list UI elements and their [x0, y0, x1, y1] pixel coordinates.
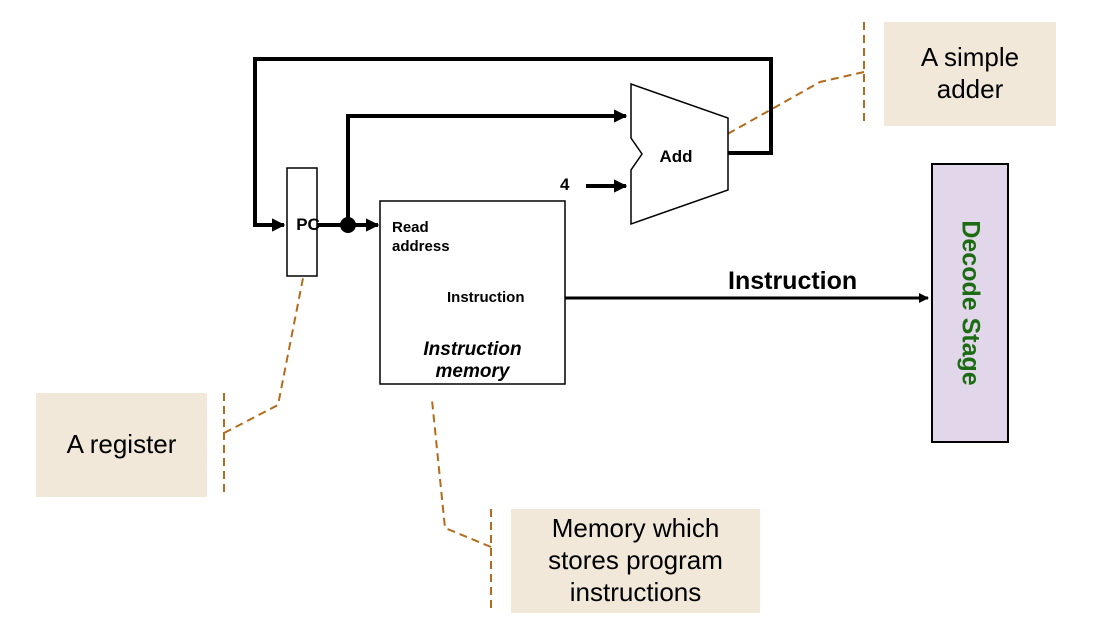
instruction-memory-box	[379, 200, 566, 385]
adder-callout-line-1: A simple	[920, 42, 1020, 73]
pc-register-box	[286, 167, 318, 277]
adder-label: Add	[659, 147, 693, 166]
adder-to-pc-feedback-wire	[253, 57, 773, 232]
instruction-bus-label: Instruction	[728, 267, 858, 295]
memory-instruction-port-label: Instruction	[447, 289, 525, 306]
junction-dot	[340, 217, 356, 233]
register-callout: A register	[36, 393, 207, 497]
memory-callout-line-3: instructions	[569, 576, 702, 607]
memory-callout-pointer	[431, 399, 492, 548]
adder-callout-pointer	[707, 71, 865, 146]
register-callout-line-1: A register	[66, 429, 177, 460]
decode-stage-label: Decode Stage	[956, 220, 985, 386]
read-address-line-2: address	[392, 238, 450, 255]
memory-callout: Memory which stores program instructions	[511, 509, 760, 613]
adder-callout: A simple adder	[884, 22, 1056, 126]
instruction-memory-title: Instruction memory	[380, 339, 565, 383]
memory-callout-line-2: stores program	[548, 545, 723, 576]
adder-callout-line-2: adder	[936, 74, 1004, 104]
read-address-line-1: Read	[392, 219, 429, 236]
instruction-memory-title-line-1: Instruction	[423, 339, 522, 360]
callout-leaders	[223, 22, 865, 613]
pc-label: PC	[296, 215, 320, 234]
pc-to-adder-wire	[346, 109, 628, 225]
read-address-label: Read address	[392, 218, 450, 256]
decode-stage-box: Decode Stage	[931, 163, 1009, 443]
adder-shape	[630, 82, 729, 226]
memory-callout-line-1: Memory which	[551, 513, 720, 544]
instruction-memory-title-line-2: memory	[435, 361, 510, 382]
constant-four-label: 4	[560, 175, 570, 194]
register-callout-pointer	[223, 267, 306, 434]
